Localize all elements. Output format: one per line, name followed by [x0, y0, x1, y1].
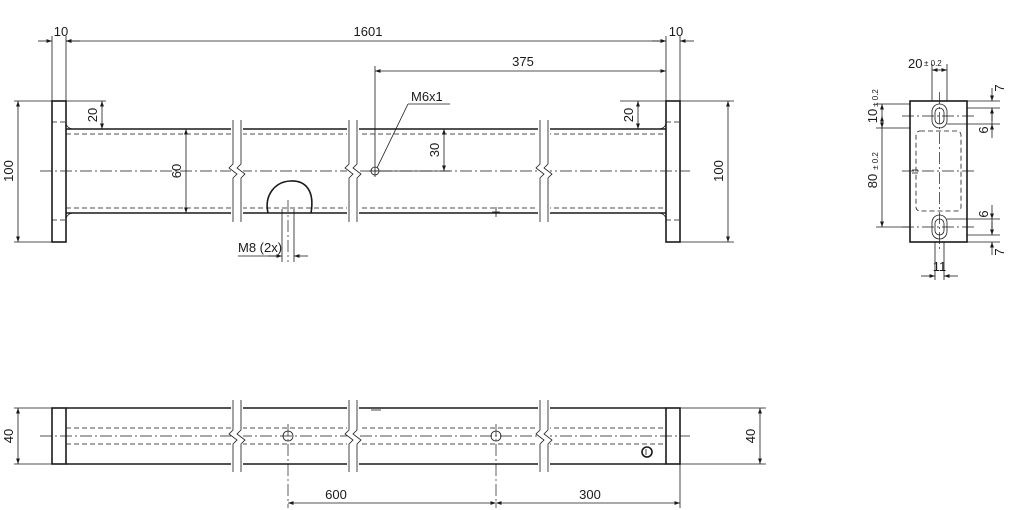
side-tube-hidden [915, 130, 962, 212]
break-marks [228, 120, 553, 222]
m8-thread-hole [281, 200, 295, 262]
side-flange-outline [909, 100, 968, 243]
side-dim-slot-height: 10 [865, 109, 880, 123]
side-view: 20 ± 0.2 7 6 6 7 10 ± 0.2 80 ± 0.2 11 [865, 56, 1007, 280]
m6-callout: M6x1 [411, 89, 443, 104]
bottom-marker-circle [641, 446, 653, 458]
side-dim-width: 20 [908, 56, 922, 71]
dim-label-30: 30 [427, 143, 442, 157]
center-mark [492, 207, 500, 217]
dim-label-60: 60 [169, 164, 184, 178]
right-flange [665, 100, 681, 243]
side-dim-slot-inner-top: 6 [976, 126, 991, 133]
side-hidden-marks [912, 169, 918, 174]
bottom-dim-end-distance: 300 [579, 487, 601, 502]
dim-label-20-left: 20 [85, 108, 100, 122]
side-dim-width-tol: ± 0.2 [924, 59, 942, 68]
bottom-extension-lines [14, 407, 766, 508]
bottom-hole-1 [282, 424, 294, 508]
side-dim-slot-inner-bottom: 6 [976, 210, 991, 217]
dim-label-1601: 1601 [354, 24, 383, 39]
side-dim-top-edge: 7 [992, 84, 1007, 91]
tube-inner-walls [66, 133, 666, 209]
side-dim-bottom-width: 11 [933, 259, 947, 274]
cutaway-section [266, 180, 313, 214]
m8-callout: M8 (2x) [238, 240, 282, 255]
side-dim-bottom-edge: 7 [992, 248, 1007, 255]
side-dim-slot-spacing: 80 [865, 174, 880, 188]
bottom-view: 40 40 600 300 [1, 400, 766, 508]
bottom-inner-walls [66, 427, 666, 445]
extension-lines [14, 36, 734, 262]
side-dim-slot-spacing-tol: ± 0.2 [871, 152, 880, 170]
dim-label-100-left: 100 [1, 160, 16, 182]
dim-label-right-10: 10 [669, 24, 683, 39]
dim-label-20-right: 20 [621, 108, 636, 122]
bottom-hole-2 [490, 424, 502, 508]
front-view: M6x1 1601 [1, 24, 734, 262]
side-centerlines [902, 92, 975, 250]
m6-hole [369, 165, 381, 177]
bottom-break-marks [228, 400, 553, 472]
bottom-dim-height-right: 40 [743, 429, 758, 443]
dim-label-100-right: 100 [711, 160, 726, 182]
bottom-dim-height-left: 40 [1, 429, 16, 443]
left-flange [51, 100, 67, 243]
side-extension-lines [876, 64, 1000, 280]
dim-label-375: 375 [512, 54, 534, 69]
flange-hidden-holes [52, 121, 680, 221]
bottom-dim-hole-spacing: 600 [325, 487, 347, 502]
side-dim-slot-height-tol: ± 0.2 [871, 89, 880, 107]
m6-leader [376, 103, 409, 169]
dim-label-left-10: 10 [54, 24, 68, 39]
